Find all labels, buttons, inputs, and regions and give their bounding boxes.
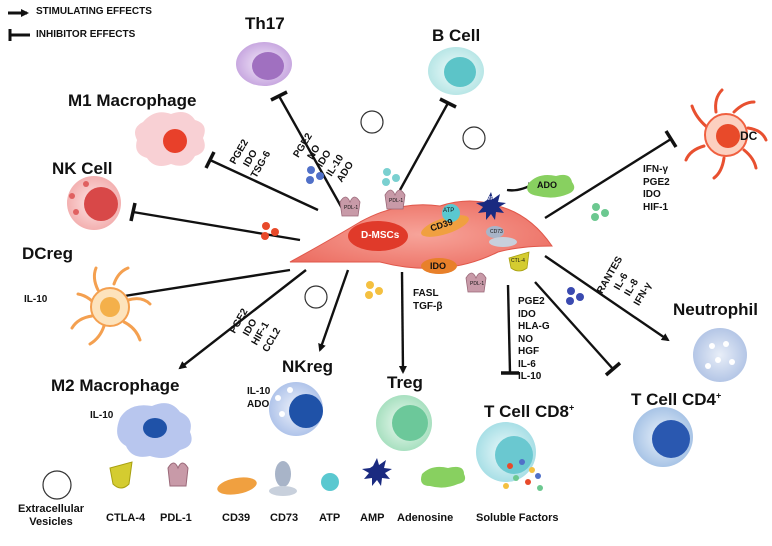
legend-adenosine-label: Adenosine [397,512,454,524]
legend-atp-label: ATP [319,512,341,524]
cd8-factors: PGE2 IDO HLA-G NO HGF IL-6 IL-10 [518,296,550,382]
legend-soluble-label: Soluble Factors [476,512,559,524]
d-mscs-label: D-MSCs [361,230,400,241]
treg-cell [376,395,432,451]
t-cell-cd8-title: T Cell CD8+ [484,402,575,421]
dcreg-il10: IL-10 [24,294,48,305]
amp-label: AMP [483,196,494,202]
ido-badge [421,258,457,274]
cd39-receptor [421,215,469,237]
b-cell [428,47,484,95]
legend-cd39-label: CD39 [222,512,251,524]
nk-cell [67,176,121,230]
nkreg-title: NKreg [282,357,334,376]
legend-ctla4-label: CTLA-4 [106,512,146,524]
legend-ev-label: Extracellular Vesicles [18,503,85,528]
ctla4-receptor [508,251,530,272]
extracellular-vesicles [42,110,486,500]
dcreg-cell [70,266,152,346]
m2-il10: IL-10 [90,410,114,421]
m2-macrophage-cell [117,403,192,458]
neutrophil-cell [693,328,747,382]
treg-factors: FASL TGF-β [413,288,443,312]
adenosine-blob [527,174,575,198]
dc-title: DC [740,129,758,143]
legend-inhibitor-bar [8,29,30,41]
legend-stimulating-label: STIMULATING EFFECTS [36,6,152,17]
dcreg-title: DCreg [22,244,74,263]
nk-cell-title: NK Cell [52,159,113,178]
dc-factors: IFN-γ PGE2 IDO HIF-1 [643,164,670,213]
amp-star [476,192,506,220]
bottom-legend-icons [109,458,543,496]
t-cell-cd8-cell [476,422,536,482]
t-cell-cd4-title: T Cell CD4+ [631,390,722,409]
soluble-factor-clusters [261,166,609,305]
nkreg-cell [269,382,323,436]
neutrophil-title: Neutrophil [673,300,758,319]
legend-amp-label: AMP [360,512,385,524]
pdl1-receptors [339,189,487,293]
m1-macrophage-title: M1 Macrophage [68,91,197,110]
atp-label: ATP [443,208,455,214]
th17-cell [236,42,292,86]
ido-label: IDO [430,261,447,271]
treg-title: Treg [387,373,423,392]
pdl1-label-left: PDL-1 [344,205,359,211]
th17-title: Th17 [245,14,285,33]
ctla4-label: CTL-4 [511,258,525,264]
atp-molecule [442,204,460,222]
legend-pdl1-label: PDL-1 [160,512,192,524]
pdl1-label-bottom: PDL-1 [470,281,485,287]
dc-cell [684,88,768,180]
legend-cd73-label: CD73 [270,512,299,524]
connections [129,90,678,377]
ado-label: ADO [537,180,557,190]
legend-inhibitor-label: INHIBITOR EFFECTS [36,29,136,40]
nkreg-factors: IL-10 ADO [247,386,271,410]
cd73-label: CD73 [490,229,503,235]
t-cell-cd4-cell [633,407,693,467]
m2-macrophage-title: M2 Macrophage [51,376,180,395]
m1-macrophage-cell [135,112,205,166]
pdl1-label-mid: PDL-1 [389,198,404,204]
b-cell-title: B Cell [432,26,481,45]
cd73-receptor [486,226,517,247]
